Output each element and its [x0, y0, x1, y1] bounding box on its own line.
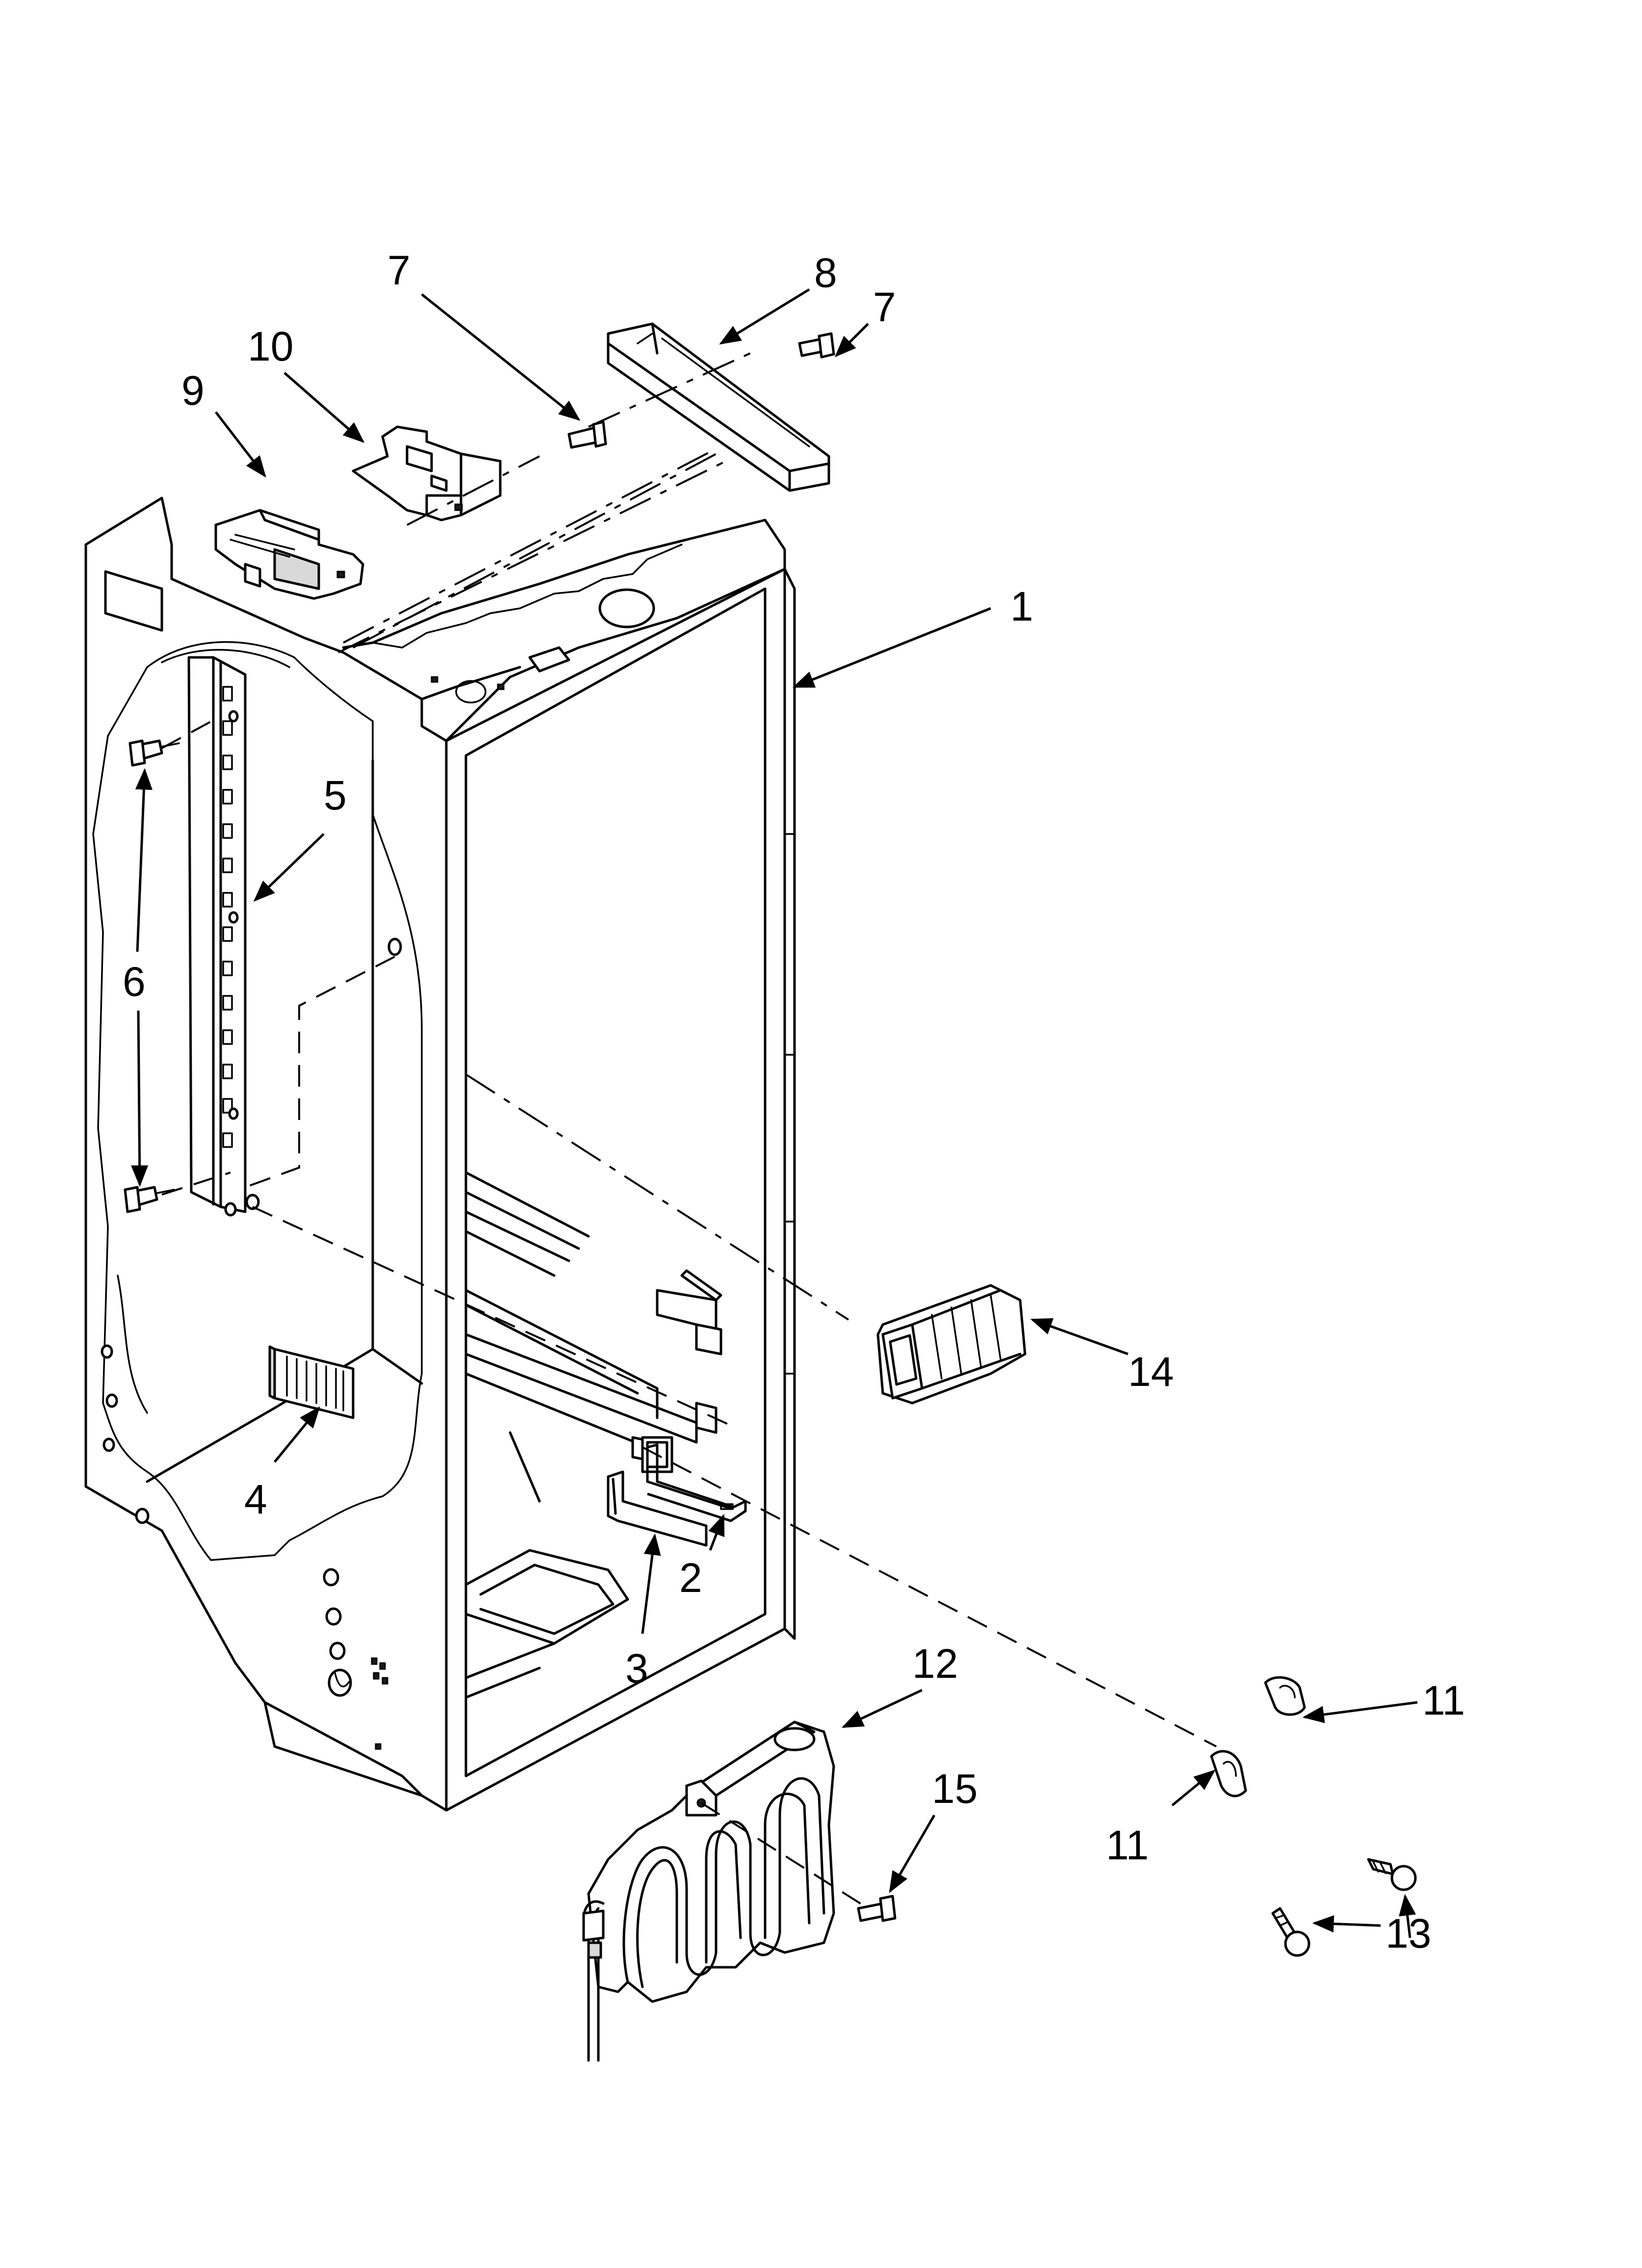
mount-hole: [224, 1202, 237, 1217]
control-housing: [214, 509, 364, 600]
mount-hole: [387, 938, 402, 956]
callout-13: 13: [1385, 1910, 1431, 1956]
callout-11b: 11: [1106, 1822, 1149, 1868]
bracket-3: [607, 1470, 708, 1547]
alignment-lines: [161, 352, 1217, 1909]
callout-2: 2: [679, 1555, 702, 1601]
callout-11a: 11: [1422, 1677, 1465, 1723]
callout-14: 14: [1128, 1349, 1174, 1395]
callout-1: 1: [1010, 583, 1033, 629]
clip-11-right: [1264, 1676, 1306, 1716]
callout-15: 15: [932, 1766, 977, 1812]
mount-hole: [245, 1194, 260, 1210]
clip-11-left: [1210, 1750, 1247, 1798]
light-housing: [876, 1284, 1026, 1405]
callout-8: 8: [814, 250, 837, 296]
screw-top-left: [567, 420, 607, 449]
leader-lines: [131, 288, 1418, 1938]
bracket: [352, 425, 502, 521]
callout-labels: 1 2 3 4 5 6 7 7 8 9 10 11 11 12 13 14 15: [123, 247, 1465, 1956]
fastener-13-top: [1367, 1858, 1417, 1891]
callout-4: 4: [244, 1476, 267, 1522]
callout-3: 3: [625, 1645, 648, 1692]
rail-screw-bottom: [124, 1186, 175, 1213]
fastener-13-bottom: [1271, 1907, 1310, 1957]
defrost-heater: [582, 1721, 835, 2062]
callout-5: 5: [324, 772, 347, 818]
callout-12: 12: [912, 1641, 958, 1687]
callout-7a: 7: [387, 247, 410, 293]
top-rail: [607, 322, 830, 492]
callout-7b: 7: [873, 284, 896, 330]
callout-9: 9: [181, 367, 205, 414]
vent-grille: [268, 1345, 355, 1419]
rail-screw-top: [128, 739, 180, 767]
callout-10: 10: [248, 323, 293, 369]
heater-screw: [857, 1895, 897, 1922]
screw-top-right: [798, 332, 835, 359]
callout-6: 6: [123, 959, 146, 1005]
shelf-rail: [187, 656, 247, 1213]
